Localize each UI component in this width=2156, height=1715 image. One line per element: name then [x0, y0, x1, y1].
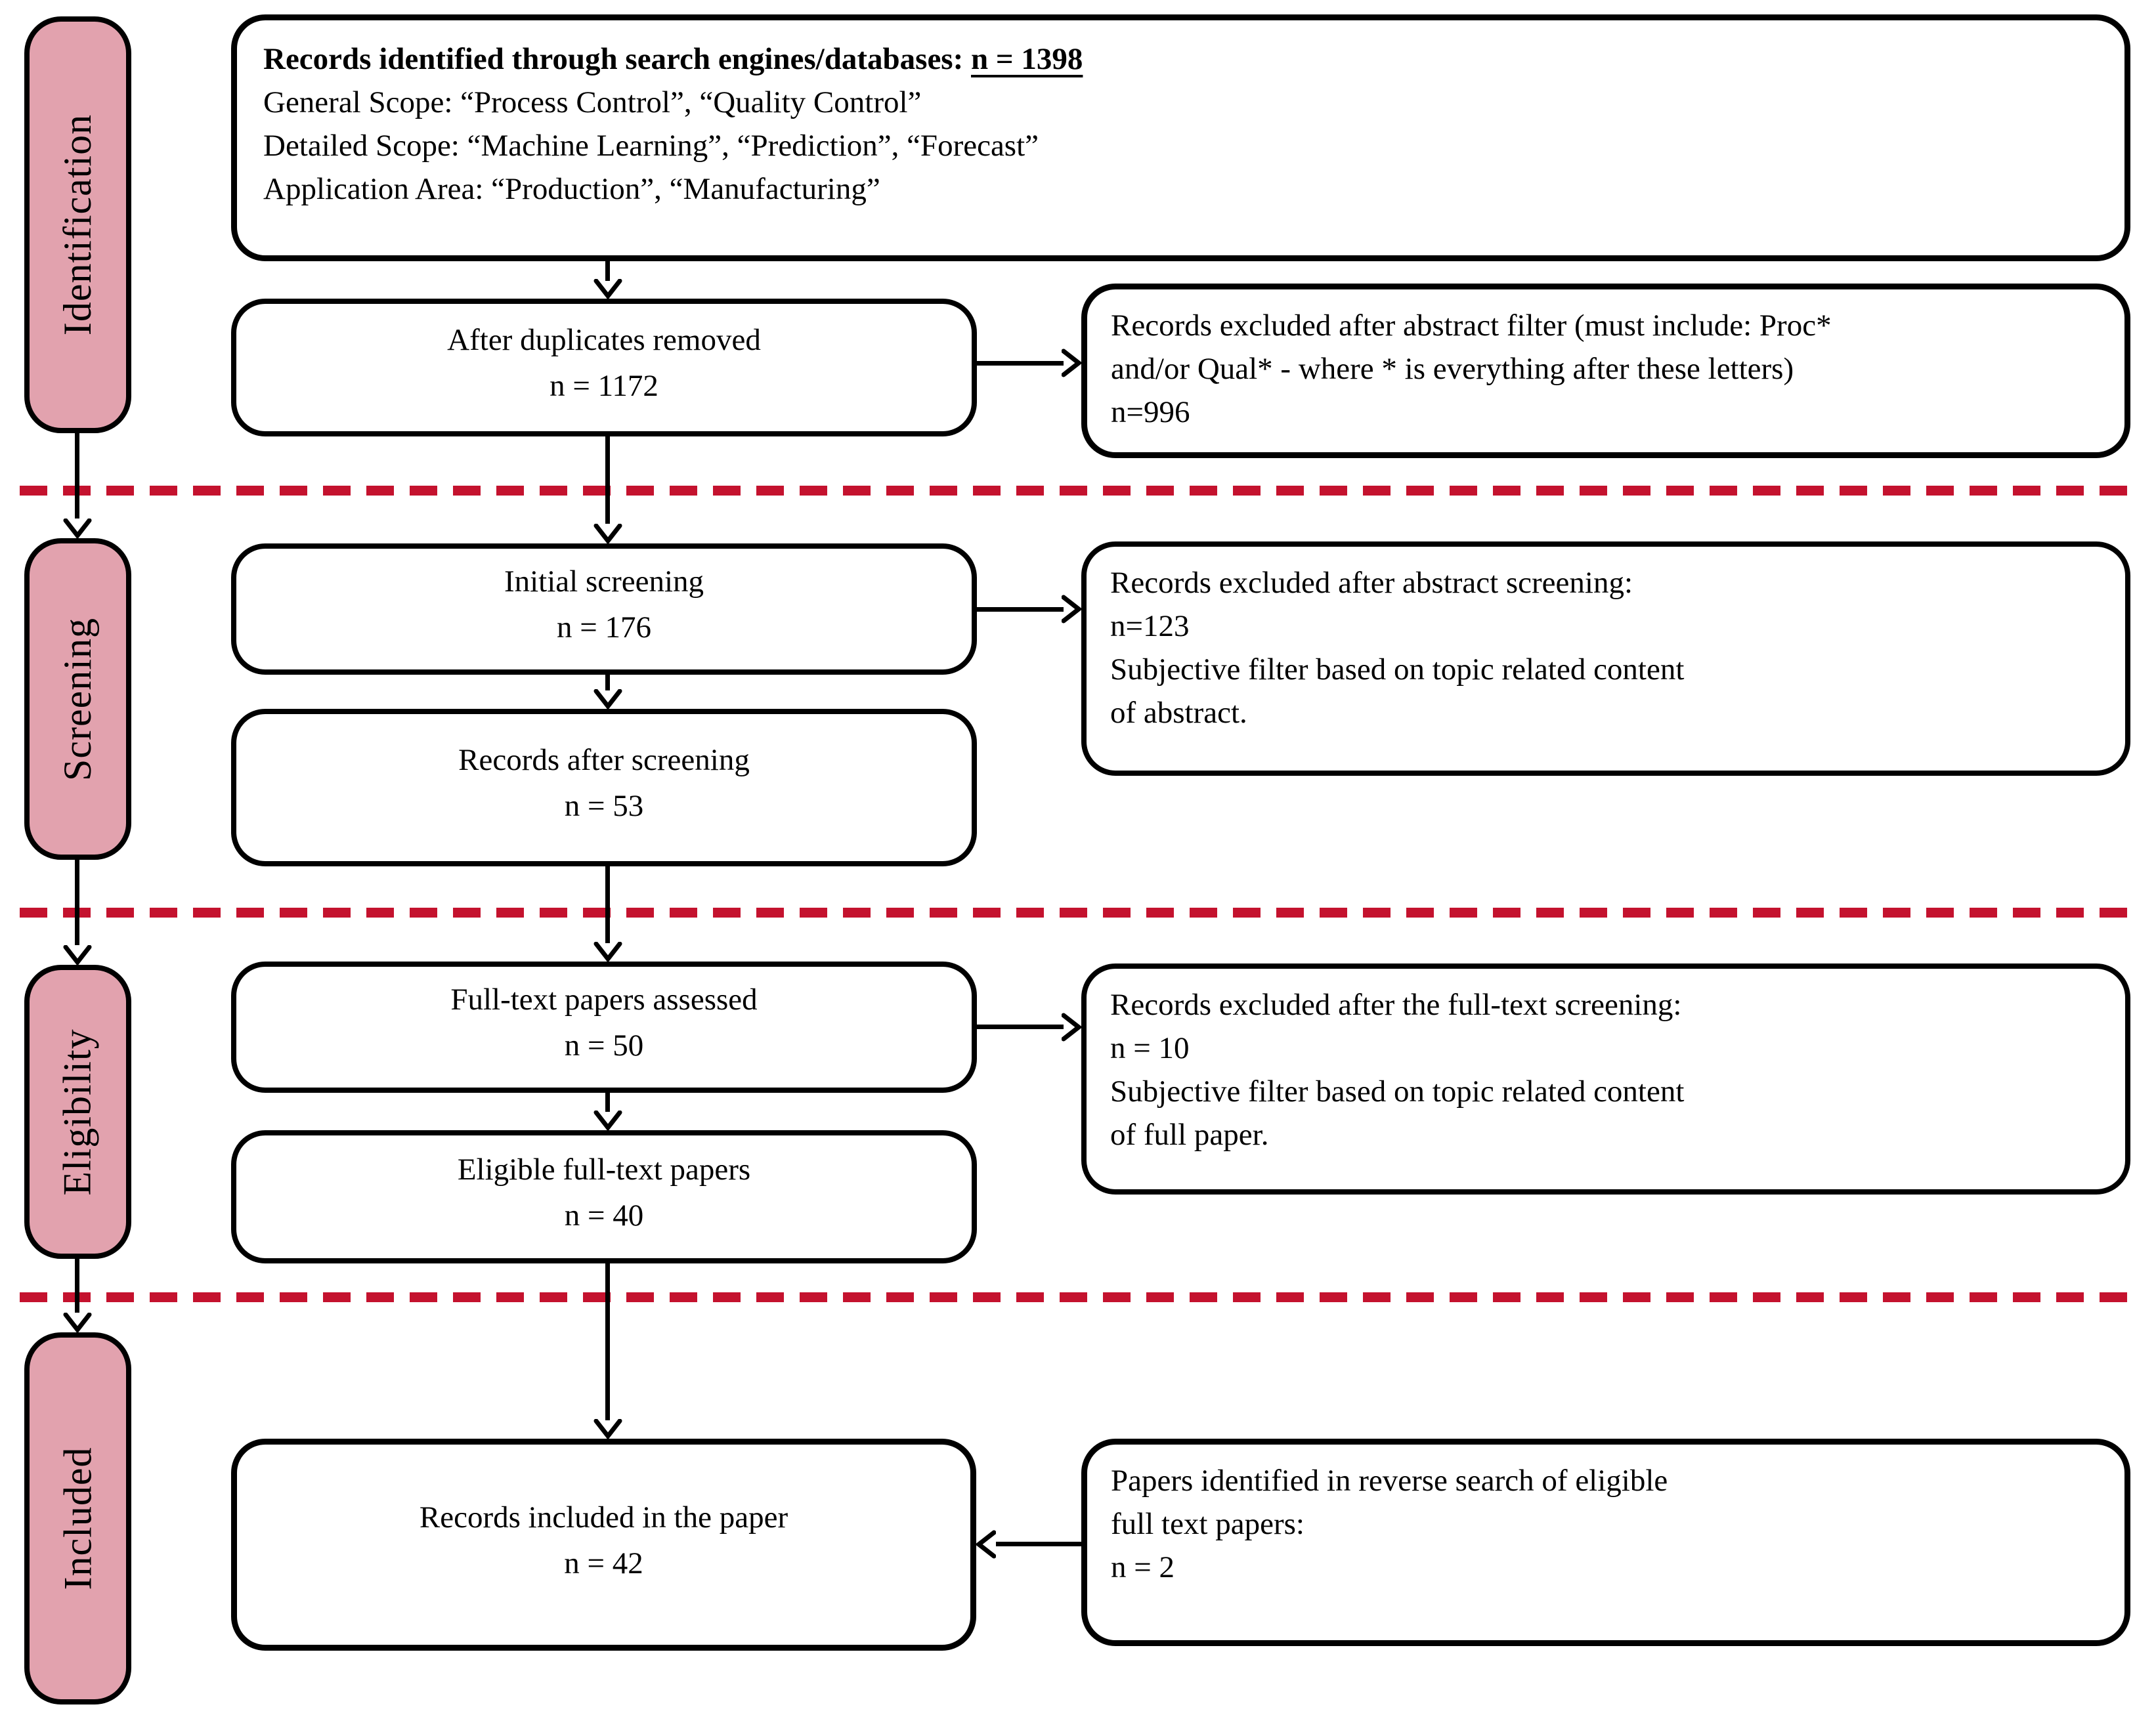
records-after-screening-box: Records after screening n = 53	[231, 709, 977, 866]
after-duplicates-removed-count: n = 1172	[550, 369, 658, 403]
excluded-full-text-box: Records excluded after the full-text scr…	[1081, 963, 2130, 1195]
stage-screening-label: Screening	[56, 617, 100, 781]
excluded-abstract-filter-box: Records excluded after abstract filter (…	[1081, 284, 2130, 458]
arrow-fulltext-to-excluded-line	[974, 1025, 1064, 1029]
excluded-abstract-filter-count: n=996	[1111, 395, 1190, 429]
arrow-eligible-to-included-line	[605, 1262, 610, 1420]
arrow-initial-to-excluded-line	[974, 607, 1064, 612]
arrow-identified-to-duplicates-head	[593, 279, 622, 299]
reverse-search-line-2: full text papers:	[1111, 1507, 1304, 1541]
arrow-eligibility-to-included-line	[75, 1258, 79, 1313]
arrow-duplicates-to-initial-head	[593, 524, 622, 543]
full-text-assessed-box: Full-text papers assessed n = 50	[231, 962, 977, 1093]
excluded-full-text-count: n = 10	[1110, 1031, 1190, 1065]
excluded-abstract-screening-line-1: Records excluded after abstract screenin…	[1110, 566, 1633, 600]
section-divider-1	[20, 486, 2130, 496]
arrow-fulltext-to-eligible-head	[593, 1111, 622, 1130]
search-scope-detailed: Detailed Scope: “Machine Learning”, “Pre…	[263, 129, 1039, 163]
after-duplicates-removed-title: After duplicates removed	[447, 323, 761, 357]
arrow-eligible-to-included-head	[593, 1419, 622, 1439]
records-after-screening-count: n = 53	[564, 789, 644, 823]
arrow-initial-to-after-screening-line	[605, 673, 610, 690]
reverse-search-line-1: Papers identified in reverse search of e…	[1111, 1464, 1668, 1498]
records-identified-count: n = 1398	[971, 42, 1083, 76]
reverse-search-box: Papers identified in reverse search of e…	[1081, 1439, 2130, 1646]
arrow-screening-to-fulltext-line	[605, 865, 610, 943]
arrow-identification-to-screening-line	[75, 432, 79, 519]
arrow-duplicates-to-excluded-line	[974, 361, 1064, 366]
arrow-screening-to-eligibility-head	[63, 945, 92, 965]
initial-screening-title: Initial screening	[504, 564, 704, 599]
stage-identification-label: Identification	[56, 114, 100, 336]
excluded-full-text-line-1: Records excluded after the full-text scr…	[1110, 988, 1682, 1022]
stage-identification: Identification	[24, 16, 131, 433]
arrow-duplicates-to-excluded-head	[1062, 349, 1081, 377]
excluded-full-text-line-3: Subjective filter based on topic related…	[1110, 1074, 1685, 1109]
arrow-fulltext-to-excluded-head	[1062, 1013, 1081, 1042]
reverse-search-count: n = 2	[1111, 1550, 1175, 1584]
stage-eligibility-label: Eligibility	[56, 1028, 99, 1196]
arrow-identification-to-screening-head	[63, 519, 92, 538]
arrow-eligibility-to-included-head	[63, 1313, 92, 1332]
excluded-full-text-line-4: of full paper.	[1110, 1118, 1269, 1152]
records-identified-title: Records identified through search engine…	[263, 42, 1083, 76]
arrow-reverse-search-to-included-line	[996, 1542, 1081, 1546]
records-included-title: Records included in the paper	[419, 1500, 788, 1535]
initial-screening-box: Initial screening n = 176	[231, 543, 977, 675]
excluded-abstract-filter-line-2: and/or Qual* - where * is everything aft…	[1111, 352, 1794, 386]
excluded-abstract-screening-line-4: of abstract.	[1110, 696, 1247, 730]
search-application-area: Application Area: “Production”, “Manufac…	[263, 172, 880, 206]
eligible-full-text-count: n = 40	[564, 1198, 644, 1233]
after-duplicates-removed-box: After duplicates removed n = 1172	[231, 299, 977, 436]
full-text-assessed-title: Full-text papers assessed	[450, 983, 758, 1017]
records-included-box: Records included in the paper n = 42	[231, 1439, 976, 1651]
stage-included-label: Included	[56, 1447, 100, 1590]
initial-screening-count: n = 176	[556, 610, 651, 645]
arrow-fulltext-to-eligible-line	[605, 1090, 610, 1112]
records-included-count: n = 42	[564, 1546, 643, 1580]
arrow-identified-to-duplicates-line	[605, 260, 610, 281]
arrow-duplicates-to-initial-line	[605, 435, 610, 524]
eligible-full-text-box: Eligible full-text papers n = 40	[231, 1130, 977, 1263]
full-text-assessed-count: n = 50	[564, 1028, 644, 1063]
excluded-abstract-filter-line-1: Records excluded after abstract filter (…	[1111, 308, 1832, 343]
excluded-abstract-screening-box: Records excluded after abstract screenin…	[1081, 541, 2130, 776]
arrow-initial-to-after-screening-head	[593, 689, 622, 709]
arrow-screening-to-eligibility-line	[75, 858, 79, 945]
arrow-reverse-search-to-included-head	[976, 1530, 996, 1559]
arrow-initial-to-excluded-head	[1062, 595, 1081, 624]
arrow-screening-to-fulltext-head	[593, 942, 622, 962]
excluded-abstract-screening-line-3: Subjective filter based on topic related…	[1110, 652, 1685, 687]
stage-screening: Screening	[24, 538, 131, 860]
search-scope-general: General Scope: “Process Control”, “Quali…	[263, 85, 922, 119]
section-divider-3	[20, 1292, 2130, 1302]
section-divider-2	[20, 908, 2130, 918]
eligible-full-text-title: Eligible full-text papers	[457, 1152, 751, 1187]
excluded-abstract-screening-count: n=123	[1110, 609, 1190, 643]
records-after-screening-title: Records after screening	[458, 743, 750, 777]
stage-eligibility: Eligibility	[24, 965, 131, 1259]
records-identified-box: Records identified through search engine…	[231, 14, 2130, 261]
stage-included: Included	[24, 1332, 131, 1704]
